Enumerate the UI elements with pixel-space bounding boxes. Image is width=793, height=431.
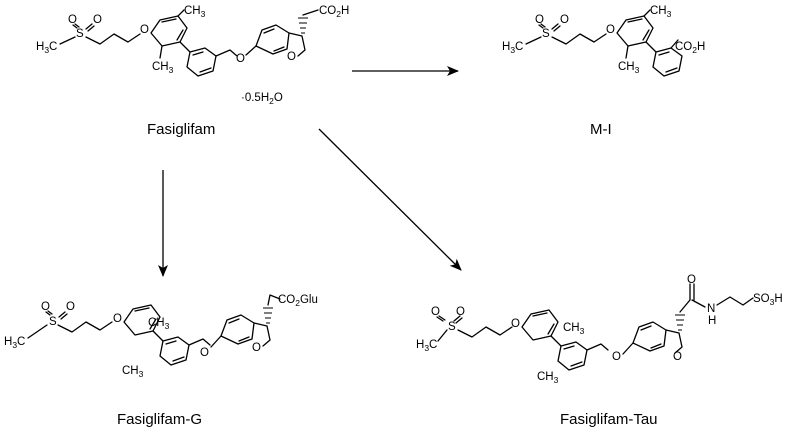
- fasiglifam-name: Fasiglifam: [147, 121, 215, 138]
- g-ester: CO2Glu: [278, 294, 318, 308]
- m1-ether-oxygen: O: [606, 24, 615, 36]
- parent-acid: CO2H: [319, 5, 349, 19]
- m1-methyl-bottom: CH3: [618, 61, 640, 75]
- g-sulfur-atom: S: [49, 316, 57, 328]
- methyl-top: CH3: [184, 5, 206, 19]
- methyl-label: H3C: [36, 41, 57, 55]
- g-methyl-top: CH3: [148, 317, 170, 331]
- sulfonyl-oxygen-top: O: [68, 14, 77, 26]
- m1-structure: O O S H3C O CH3 CH3 CO2H: [502, 5, 705, 77]
- t-amide-oxygen: O: [687, 274, 696, 286]
- g-sulfonyl-oxygen-top: O: [41, 301, 50, 313]
- m1-methyl-top: CH3: [650, 5, 672, 19]
- g-furan-oxygen: O: [252, 342, 261, 354]
- fasiglifam-tau-name: Fasiglifam-Tau: [560, 411, 658, 428]
- g-methyl-label: H3C: [4, 336, 25, 350]
- m1-sulfonyl-oxygen-right: O: [560, 14, 569, 26]
- g-ether-oxygen-1: O: [113, 313, 122, 325]
- t-amide-hydrogen: H: [708, 315, 716, 327]
- t-sulfonyl-oxygen-top: O: [431, 306, 440, 318]
- t-sulfur-atom: S: [448, 321, 456, 333]
- g-sulfonyl-oxygen-right: O: [66, 301, 75, 313]
- methyl-bottom: CH3: [152, 61, 174, 75]
- m1-methyl-label: H3C: [502, 41, 523, 55]
- sulfur-atom: S: [76, 28, 84, 40]
- m1-sulfonyl-oxygen-top: O: [535, 14, 544, 26]
- m1-acid: CO2H: [675, 41, 705, 55]
- arrow-to-fasiglifam-tau: [318, 128, 462, 271]
- fasiglifam-tau-structure: O O S H3C O CH3 CH3 O O O N H SO3H: [416, 274, 783, 385]
- hydrate-label: ·0.5H2O: [241, 92, 283, 106]
- t-methyl-label: H3C: [416, 339, 437, 353]
- t-methyl-top: CH3: [563, 322, 585, 336]
- fasiglifam-g-name: Fasiglifam-G: [117, 411, 202, 428]
- m1-name: M-I: [590, 121, 612, 138]
- ether-oxygen-1: O: [140, 24, 149, 36]
- g-ether-oxygen-2: O: [200, 347, 209, 359]
- fasiglifam-g-structure: O O S H3C O CH3 CH3 O O CO2Glu: [4, 294, 318, 379]
- t-ether-oxygen-1: O: [511, 318, 520, 330]
- fasiglifam-structure: O O S H3C O CH3 CH3 O O CO2H ·0.5H2O: [36, 5, 349, 106]
- g-methyl-bottom: CH3: [122, 365, 144, 379]
- m1-sulfur-atom: S: [542, 28, 550, 40]
- t-sulfonic-acid: SO3H: [753, 293, 783, 307]
- t-methyl-bottom: CH3: [537, 371, 559, 385]
- ether-oxygen-2: O: [236, 53, 245, 65]
- t-ether-oxygen-2: O: [612, 351, 621, 363]
- t-furan-oxygen: O: [673, 351, 682, 363]
- furan-oxygen: O: [287, 51, 296, 63]
- sulfonyl-oxygen-right: O: [93, 14, 102, 26]
- t-amide-nitrogen: N: [707, 303, 715, 315]
- t-sulfonyl-oxygen-right: O: [456, 306, 465, 318]
